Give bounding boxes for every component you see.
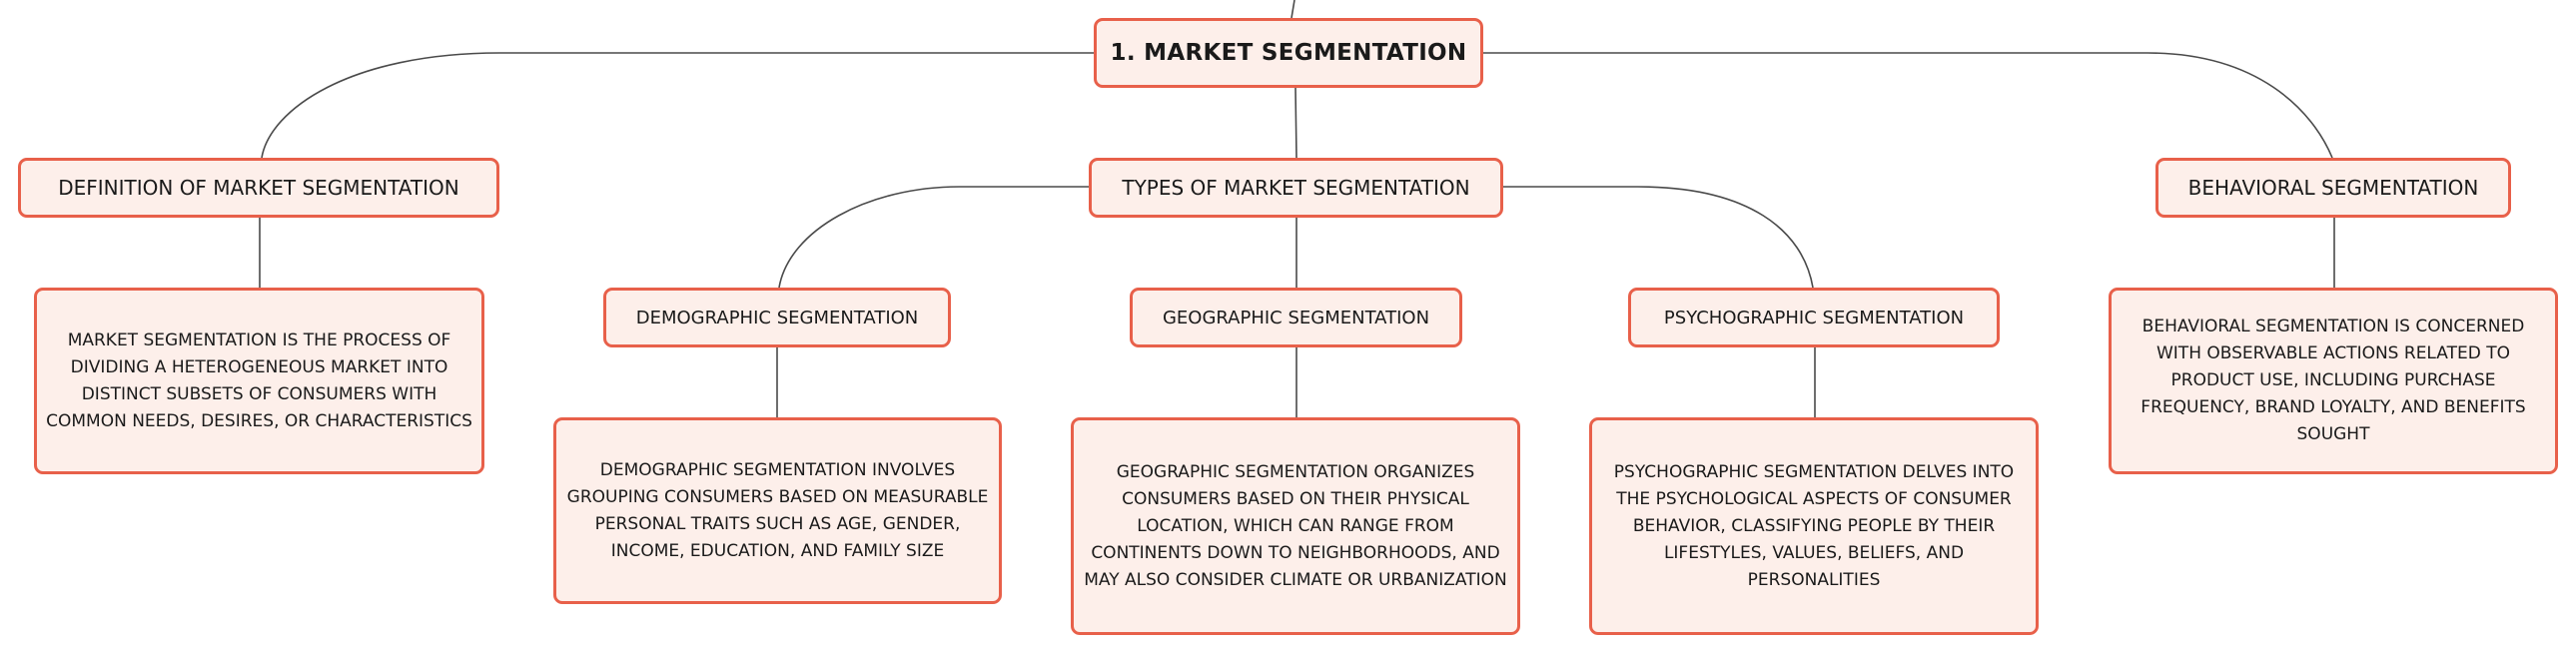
connector-root-definition — [261, 52, 1094, 159]
demographic-node[interactable]: DEMOGRAPHIC SEGMENTATION — [603, 288, 951, 347]
psychographic-label: PSYCHOGRAPHIC SEGMENTATION — [1663, 307, 1965, 328]
demographic-label: DEMOGRAPHIC SEGMENTATION — [635, 307, 919, 328]
demographic-text-node[interactable]: DEMOGRAPHIC SEGMENTATION INVOLVES GROUPI… — [553, 417, 1002, 604]
geographic-text-node[interactable]: GEOGRAPHIC SEGMENTATION ORGANIZES CONSUM… — [1071, 417, 1520, 635]
definition-text: MARKET SEGMENTATION IS THE PROCESS OF DI… — [46, 329, 472, 431]
definition-label: DEFINITION OF MARKET SEGMENTATION — [58, 176, 459, 200]
definition-node[interactable]: DEFINITION OF MARKET SEGMENTATION — [18, 158, 499, 218]
definition-text-node[interactable]: MARKET SEGMENTATION IS THE PROCESS OF DI… — [34, 288, 484, 474]
connector-types-psychographic — [1503, 186, 1814, 289]
geographic-text: GEOGRAPHIC SEGMENTATION ORGANIZES CONSUM… — [1084, 461, 1507, 590]
connector-root-parent — [1290, 0, 1295, 19]
types-label: TYPES OF MARKET SEGMENTATION — [1122, 176, 1470, 200]
connector-root-types — [1294, 87, 1297, 159]
behavioral-node[interactable]: BEHAVIORAL SEGMENTATION — [2155, 158, 2511, 218]
types-node[interactable]: TYPES OF MARKET SEGMENTATION — [1089, 158, 1503, 218]
root-label: 1. MARKET SEGMENTATION — [1110, 40, 1467, 66]
geographic-label: GEOGRAPHIC SEGMENTATION — [1162, 307, 1430, 328]
behavioral-text: BEHAVIORAL SEGMENTATION IS CONCERNED WIT… — [2141, 317, 2526, 444]
behavioral-label: BEHAVIORAL SEGMENTATION — [2187, 176, 2479, 200]
connector-root-behavioral — [1483, 52, 2333, 159]
root-node[interactable]: 1. MARKET SEGMENTATION — [1094, 18, 1483, 88]
psychographic-node[interactable]: PSYCHOGRAPHIC SEGMENTATION — [1628, 288, 2000, 347]
connector-types-demographic — [778, 186, 1089, 289]
behavioral-text-node[interactable]: BEHAVIORAL SEGMENTATION IS CONCERNED WIT… — [2109, 288, 2558, 474]
geographic-node[interactable]: GEOGRAPHIC SEGMENTATION — [1130, 288, 1462, 347]
psychographic-text-node[interactable]: PSYCHOGRAPHIC SEGMENTATION DELVES INTO T… — [1589, 417, 2039, 635]
demographic-text: DEMOGRAPHIC SEGMENTATION INVOLVES GROUPI… — [566, 459, 989, 561]
psychographic-text: PSYCHOGRAPHIC SEGMENTATION DELVES INTO T… — [1613, 461, 2015, 590]
